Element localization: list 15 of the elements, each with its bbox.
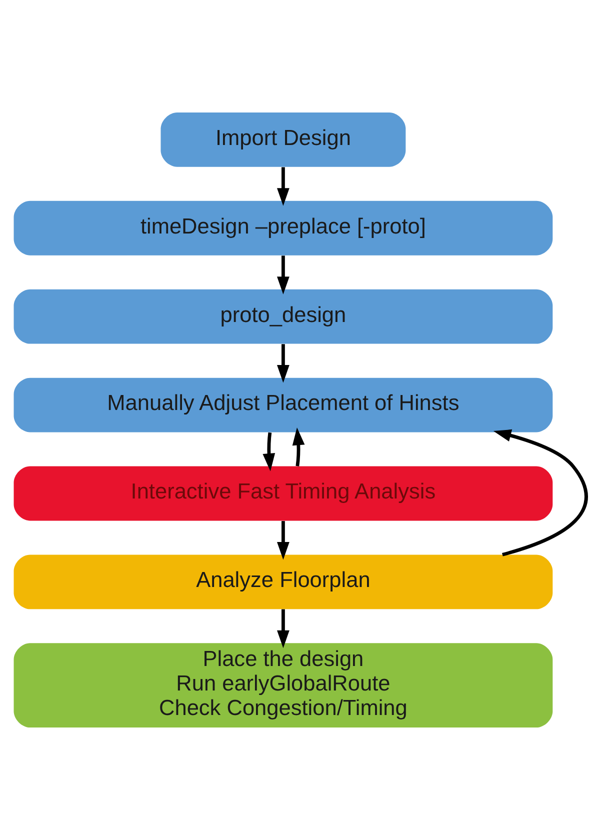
arrow — [262, 432, 276, 472]
node-box: Interactive Fast Timing Analysis — [14, 466, 553, 521]
arrow — [292, 427, 305, 466]
arrow — [277, 609, 290, 648]
arrow — [277, 167, 290, 206]
node-box: Analyze Floorplan — [14, 554, 553, 610]
node-box: proto_design — [14, 289, 553, 344]
arrow — [277, 521, 290, 560]
arrow — [277, 344, 290, 383]
node-box: timeDesign –preplace [-proto] — [14, 200, 553, 256]
node-box: Place the design Run earlyGlobalRoute Check Congestion/Timing — [14, 643, 553, 728]
node-box: Import Design — [160, 112, 406, 167]
arrow — [493, 429, 588, 556]
arrow — [277, 256, 290, 294]
node-box: Manually Adjust Placement of Hinsts — [14, 378, 553, 432]
